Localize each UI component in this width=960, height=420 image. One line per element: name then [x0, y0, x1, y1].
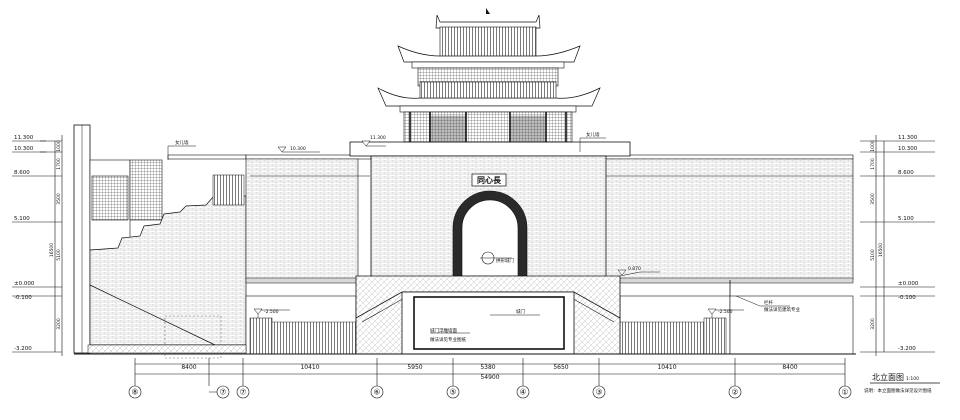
drawing-title: 北立面图 1:100 说明：本立面图做法详见设计图纸 — [864, 372, 940, 394]
level-label: ±0.000 — [14, 281, 35, 287]
relief-panel — [413, 296, 565, 350]
level-label: -3.200 — [898, 346, 916, 352]
left-building — [73, 124, 247, 359]
bottom-dim-labels: 8400 10410 5950 5380 5650 10410 8400 549… — [181, 364, 797, 381]
callouts — [167, 137, 790, 318]
level-tag: -2.500 — [264, 309, 279, 315]
axis-bubbles — [128, 385, 852, 399]
vertical-dim: 3200 — [56, 318, 62, 330]
gate-tower — [377, 8, 601, 143]
gate-opening — [461, 199, 519, 277]
level-tag: 0.870 — [628, 266, 641, 272]
title-main: 北立面图 — [872, 372, 904, 382]
vertical-dim: 16500 — [49, 243, 55, 257]
bottom-dim: 5650 — [553, 364, 568, 371]
vertical-dim: 5100 — [56, 249, 62, 261]
level-tag: 11.300 — [370, 135, 386, 141]
left-vertical-dims: 1000 1700 3500 5100 16500 3200 — [49, 140, 62, 330]
relief-callout: 城门 — [516, 308, 525, 315]
right-level-labels: 11.300 10.300 8.600 5.100 ±0.000 -0.100 … — [898, 135, 919, 352]
level-label: 11.300 — [898, 135, 918, 141]
window-grid — [91, 175, 129, 221]
axis-label: ③ — [595, 388, 602, 397]
axis-label: ① — [841, 388, 848, 397]
bottom-dim: 10410 — [300, 364, 319, 371]
bottom-dim: 5950 — [407, 364, 422, 371]
vertical-dim: 1700 — [56, 158, 62, 170]
relief-callout: 城门浮雕墙面 — [430, 327, 457, 334]
parapet-callout: 女儿墙 — [586, 131, 600, 138]
dimension-lines — [134, 358, 846, 387]
vertical-dim: 1000 — [56, 140, 62, 152]
bottom-dim: 10410 — [657, 364, 676, 371]
level-label: -0.100 — [14, 295, 32, 301]
vertical-dim: 3500 — [56, 193, 62, 205]
vertical-dim: 3500 — [870, 193, 876, 205]
left-level-labels: 11.300 10.300 8.600 5.100 ±0.000 -0.100 … — [14, 135, 35, 352]
level-tag: 10.300 — [290, 146, 306, 152]
parapet-callout: 女儿墙 — [175, 139, 189, 146]
level-label: 8.600 — [898, 170, 914, 176]
axis-label: ④ — [519, 388, 526, 397]
vertical-dim: 1000 — [870, 140, 876, 152]
bottom-dim: 8400 — [782, 364, 797, 371]
bottom-dim: 8400 — [181, 364, 196, 371]
vertical-dim: 16500 — [878, 243, 884, 257]
level-label: 5.100 — [898, 216, 914, 222]
right-vertical-dims: 1000 1700 3500 5100 16500 3200 — [870, 140, 884, 330]
gate-block: 拱形城门 同心長 — [349, 141, 631, 279]
axis-labels: ⑧ ⑦ ⑦ ⑥ ⑤ ④ ③ ② ① — [131, 388, 848, 397]
axis-label: ⑦ — [239, 388, 246, 397]
level-label: -0.100 — [898, 295, 916, 301]
fence-callout: 栏杆 — [764, 299, 773, 306]
callout-markers — [253, 140, 717, 315]
bottom-dim: 5380 — [480, 364, 495, 371]
axis-label: ⑤ — [449, 388, 456, 397]
level-label: 10.300 — [14, 146, 34, 152]
vertical-dim: 1700 — [870, 158, 876, 170]
axis-label: ⑧ — [131, 388, 138, 397]
level-label: 5.100 — [14, 216, 30, 222]
level-tag: -2.500 — [718, 309, 733, 315]
axis-label: ② — [731, 388, 738, 397]
level-label: ±0.000 — [898, 281, 919, 287]
title-note: 说明：本立面图做法详见设计图纸 — [864, 387, 932, 394]
city-wall — [167, 154, 854, 284]
axis-label: ⑦ — [219, 388, 226, 397]
level-label: 11.300 — [14, 135, 34, 141]
fence-note: 做法详见建筑专业 — [764, 306, 800, 313]
relief-callout: 做法详见专业图纸 — [430, 336, 466, 343]
lower-structure: 城门 城门浮雕墙面 做法详见专业图纸 — [74, 275, 856, 355]
level-label: 8.600 — [14, 170, 30, 176]
left-level-marks — [12, 135, 63, 356]
vertical-dim: 3200 — [870, 318, 876, 330]
right-level-marks — [860, 135, 935, 356]
gate-plaque — [471, 173, 507, 187]
axis-label: ⑥ — [373, 388, 380, 397]
title-scale: 1:100 — [906, 376, 919, 382]
arch-callout: 拱形城门 — [496, 257, 514, 264]
vertical-dim: 5100 — [870, 249, 876, 261]
total-dim: 54900 — [480, 374, 499, 381]
level-label: 10.300 — [898, 146, 918, 152]
level-label: -3.200 — [14, 346, 32, 352]
plaque-text: 同心長 — [477, 175, 502, 185]
